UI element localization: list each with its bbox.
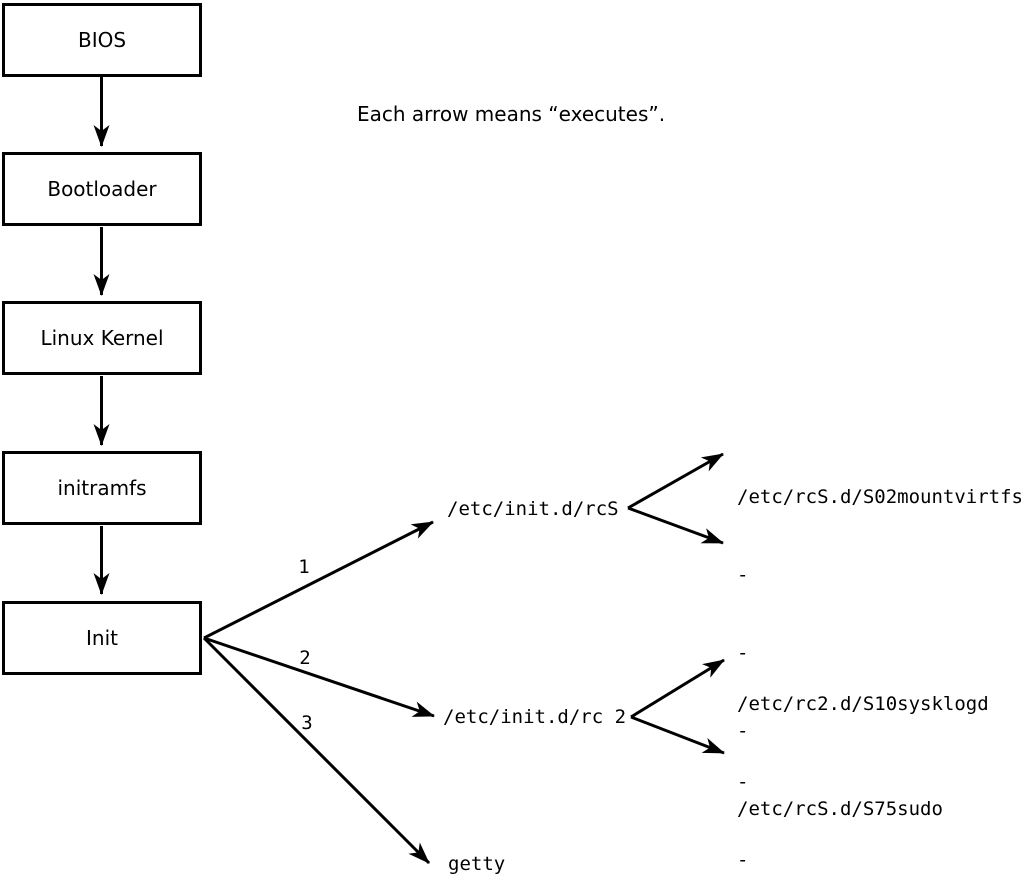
rc2-children-list: /etc/rc2.d/S10sysklogd - - - /etc/rc2.d/… [737, 639, 989, 875]
rcs-child-script: /etc/rcS.d/S75sudo [737, 798, 943, 820]
flow-box-bootloader-label: Bootloader [47, 177, 157, 201]
ellipsis-dash: - [737, 771, 749, 793]
rc2-child-script: /etc/rc2.d/S10sysklogd [737, 693, 989, 715]
legend-text: Each arrow means “executes”. [357, 102, 666, 126]
flow-box-init-label: Init [86, 626, 118, 650]
target-rc2-label: /etc/init.d/rc 2 [443, 706, 627, 728]
arrow-rc2-to-s99gdm [630, 715, 725, 755]
ellipsis-dash: - [737, 720, 749, 742]
flow-box-bios: BIOS [2, 3, 202, 77]
flow-box-initramfs-label: initramfs [57, 476, 147, 500]
flow-box-bootloader: Bootloader [2, 152, 202, 226]
flow-box-linux-kernel: Linux Kernel [2, 301, 202, 375]
rcs-children-list: /etc/rcS.d/S02mountvirtfs - - - /etc/rcS… [737, 432, 1023, 874]
ellipsis-dash: - [737, 849, 749, 871]
arrow-init-to-rc2 [203, 636, 435, 718]
flow-box-initramfs: initramfs [2, 451, 202, 525]
edge-number-1: 1 [298, 556, 310, 578]
arrow-init-to-rcs [203, 520, 434, 640]
flow-box-init: Init [2, 601, 202, 675]
ellipsis-dash: - [737, 642, 749, 664]
target-rcs-label: /etc/init.d/rcS [447, 498, 619, 520]
arrow-init-to-getty [202, 636, 431, 865]
rcs-child-script: /etc/rcS.d/S02mountvirtfs [737, 486, 1023, 508]
flow-box-linux-kernel-label: Linux Kernel [40, 326, 164, 350]
ellipsis-dash: - [737, 564, 749, 586]
edge-number-2: 2 [299, 647, 311, 669]
flow-box-bios-label: BIOS [77, 28, 127, 52]
target-getty-label: getty [448, 853, 506, 875]
arrow-rcs-to-s75sudo [627, 506, 724, 545]
edge-number-3: 3 [301, 712, 313, 734]
arrow-rcs-to-s02mountvirtfs [627, 452, 724, 510]
arrow-rc2-to-s10sysklogd [630, 658, 725, 719]
